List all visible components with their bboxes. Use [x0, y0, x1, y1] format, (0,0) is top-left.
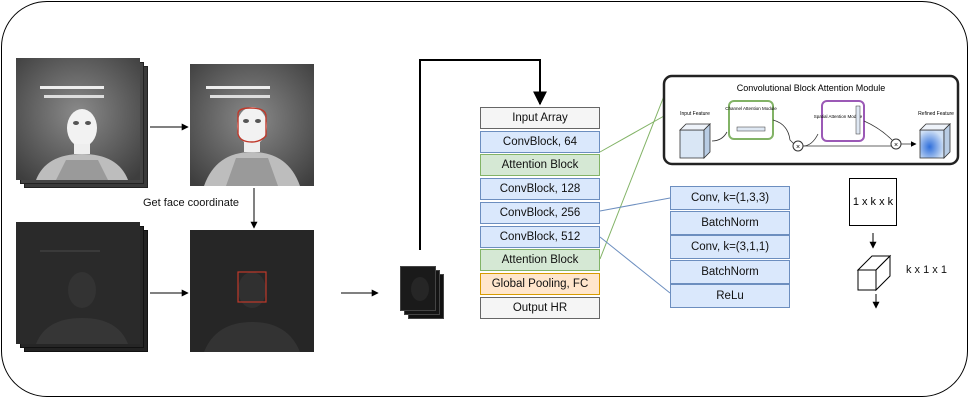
network-layer-5: ConvBlock, 512 — [480, 225, 600, 248]
rgb-face-detected-image — [190, 230, 314, 352]
channel-attention-label: Channel Attention Module — [725, 106, 777, 111]
cbam-refined-label: Refined Feature — [918, 111, 954, 117]
kernel-1kk-box: 1 x k x k — [849, 178, 897, 226]
network-layer-7: Global Pooling, FC — [480, 272, 600, 295]
svg-text:×: × — [894, 142, 898, 149]
kernel-k11-label: k x 1 x 1 — [906, 264, 947, 276]
network-layer-4: ConvBlock, 256 — [480, 201, 600, 224]
get-face-coordinate-label: Get face coordinate — [143, 197, 240, 209]
input-feature-cube-icon — [679, 123, 711, 159]
network-layer-8: Output HR — [480, 296, 600, 319]
cbam-input-label: Input Feature — [680, 111, 710, 117]
rgb-face-image — [16, 222, 140, 344]
cbam-module: Convolutional Block Attention Module Inp… — [662, 74, 960, 166]
convblock-detail-item-4: ReLu — [670, 284, 790, 308]
face-detection-outline — [237, 107, 267, 143]
convblock-detail-item-0: Conv, k=(1,3,3) — [670, 186, 790, 210]
spatial-attention-label: Spatial Attention Module — [814, 114, 863, 119]
kernel-1kk-label: 1 x k x k — [852, 196, 894, 208]
connector-convblock-bottom — [599, 236, 671, 294]
network-layer-2: Attention Block — [480, 154, 600, 177]
kernel-bar-icon — [856, 254, 892, 292]
cropped-face-image — [400, 266, 436, 311]
svg-text:×: × — [796, 144, 800, 151]
thermal-face-image — [16, 58, 140, 180]
network-layer-0: Input Array — [480, 107, 600, 129]
convblock-detail-item-1: BatchNorm — [670, 210, 790, 235]
thermal-face-detected-image — [190, 64, 314, 186]
cbam-title: Convolutional Block Attention Module — [737, 83, 886, 93]
arrow-to-network-input — [419, 59, 547, 250]
connector-convblock-top — [599, 197, 671, 212]
connector-attention-bottom — [599, 95, 665, 260]
refined-feature-cube-icon — [919, 123, 951, 159]
network-layer-1: ConvBlock, 64 — [480, 130, 600, 153]
face-crop-box — [237, 271, 267, 303]
network-layer-6: Attention Block — [480, 249, 600, 272]
convblock-detail-item-3: BatchNorm — [670, 259, 790, 284]
convblock-detail-item-2: Conv, k=(3,1,1) — [670, 235, 790, 259]
network-layer-3: ConvBlock, 128 — [480, 178, 600, 201]
